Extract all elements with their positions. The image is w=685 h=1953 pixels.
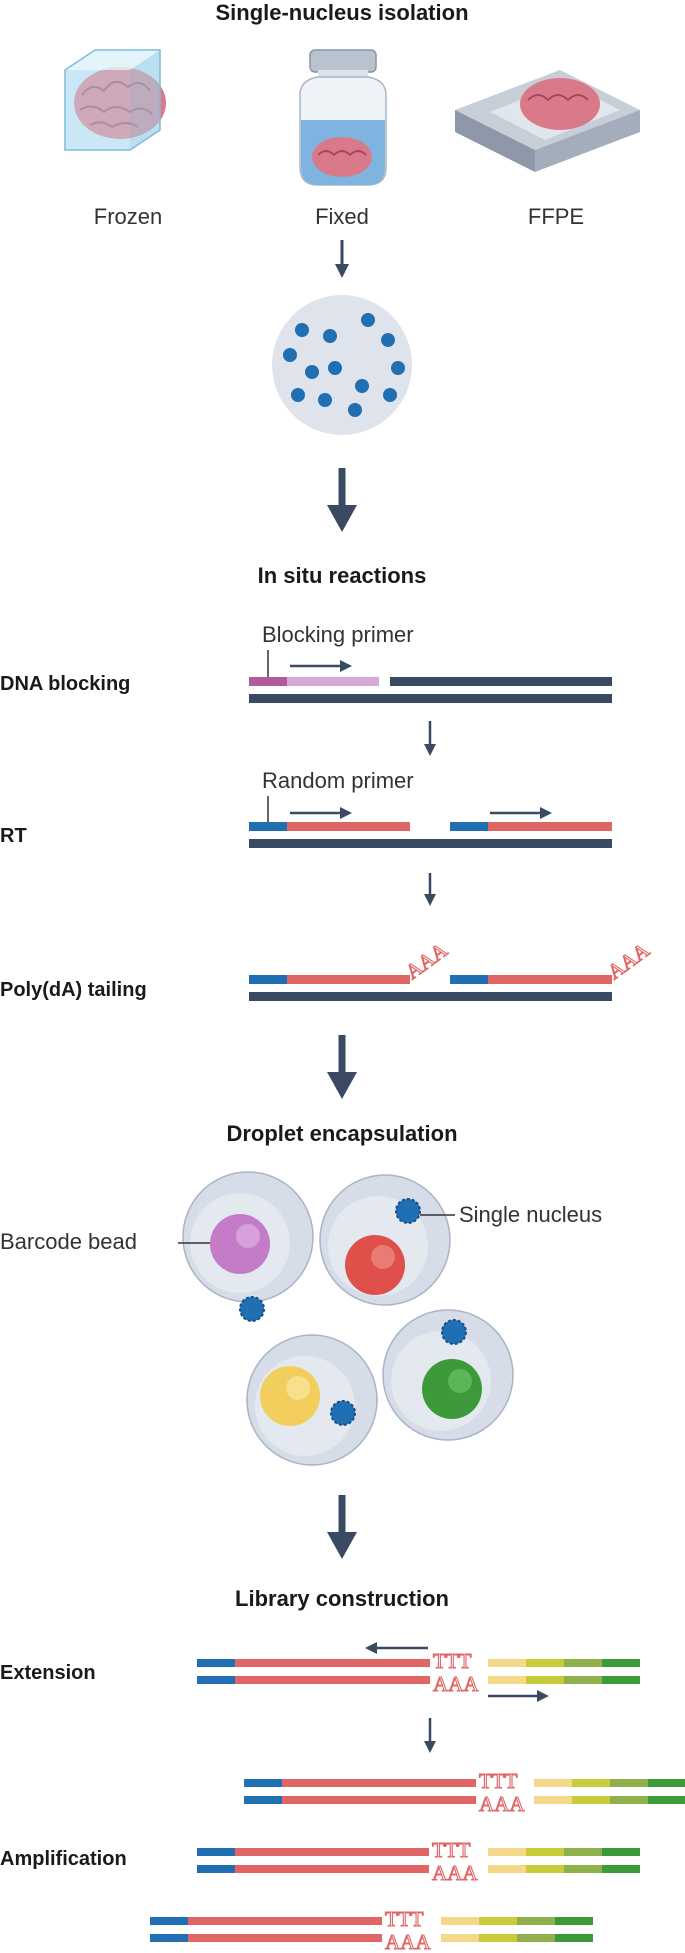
svg-text:AAA: AAA (479, 1792, 525, 1816)
frozen-brain-icon (64, 49, 166, 151)
arrow-icon (490, 807, 552, 819)
dna-strand (249, 992, 612, 1001)
random-primer-segment (450, 822, 488, 831)
svg-text:AAA: AAA (432, 1861, 478, 1885)
nucleus-icon (330, 1400, 356, 1426)
svg-text:TTT: TTT (432, 1838, 471, 1862)
arrow-icon (327, 1495, 357, 1559)
blocking-primer-extension (287, 677, 379, 686)
arrow-icon (424, 873, 436, 906)
random-primer-segment (249, 822, 287, 831)
arrow-icon (290, 660, 352, 672)
nuclei-suspension-icon (272, 295, 412, 435)
cdna-strand (488, 975, 612, 984)
library-molecule: TTT AAA (150, 1906, 593, 1953)
section-title-library: Library construction (235, 1586, 449, 1611)
row-label-extension: Extension (0, 1662, 96, 1684)
droplet (319, 1174, 451, 1306)
sample-label-frozen: Frozen (94, 204, 162, 229)
sample-label-fixed: Fixed (315, 204, 369, 229)
nucleus-icon (239, 1296, 265, 1322)
random-primer-annotation: Random primer (262, 768, 414, 793)
barcode-bead-label: Barcode bead (0, 1229, 137, 1254)
section-title-isolation: Single-nucleus isolation (215, 0, 468, 25)
svg-text:TTT: TTT (479, 1769, 518, 1793)
section-title-droplet: Droplet encapsulation (226, 1121, 457, 1146)
blocking-primer-segment (249, 677, 287, 686)
row-label-poly-da-tailing: Poly(dA) tailing (0, 979, 147, 1001)
droplet (382, 1309, 514, 1441)
row-label-dna-blocking: DNA blocking (0, 673, 130, 695)
library-molecule: TTT AAA (244, 1768, 685, 1817)
row-label-amplification: Amplification (0, 1848, 127, 1870)
arrow-icon (335, 240, 349, 278)
blocking-primer-annotation: Blocking primer (262, 622, 414, 647)
random-primer-segment (450, 975, 488, 984)
sample-label-ffpe: FFPE (528, 204, 584, 229)
arrow-icon (488, 1690, 549, 1702)
single-nucleus-label: Single nucleus (459, 1202, 602, 1227)
arrow-icon (424, 1718, 436, 1753)
svg-text:TTT: TTT (433, 1649, 472, 1673)
library-molecule: TTT AAA (197, 1648, 640, 1697)
svg-text:TTT: TTT (385, 1907, 424, 1931)
svg-text:AAA: AAA (385, 1930, 431, 1953)
arrow-icon (290, 807, 352, 819)
row-label-rt: RT (0, 825, 27, 847)
arrow-icon (327, 468, 357, 532)
library-molecule: TTT AAA (197, 1837, 640, 1886)
section-title-in-situ: In situ reactions (258, 563, 427, 588)
arrow-icon (327, 1035, 357, 1099)
cdna-strand (488, 822, 612, 831)
cdna-strand (287, 822, 410, 831)
droplet (246, 1334, 378, 1466)
nucleus-icon (441, 1319, 467, 1345)
dna-strand (390, 677, 612, 686)
random-primer-segment (249, 975, 287, 984)
arrow-icon (365, 1642, 428, 1654)
nucleus-icon (395, 1198, 421, 1224)
dna-strand (249, 839, 612, 848)
cdna-strand (287, 975, 410, 984)
arrow-icon (424, 721, 436, 756)
ffpe-block-icon (455, 70, 640, 172)
svg-text:AAA: AAA (433, 1672, 479, 1696)
droplet (182, 1171, 314, 1322)
dna-strand (249, 694, 612, 703)
fixed-brain-jar-icon (299, 49, 387, 186)
